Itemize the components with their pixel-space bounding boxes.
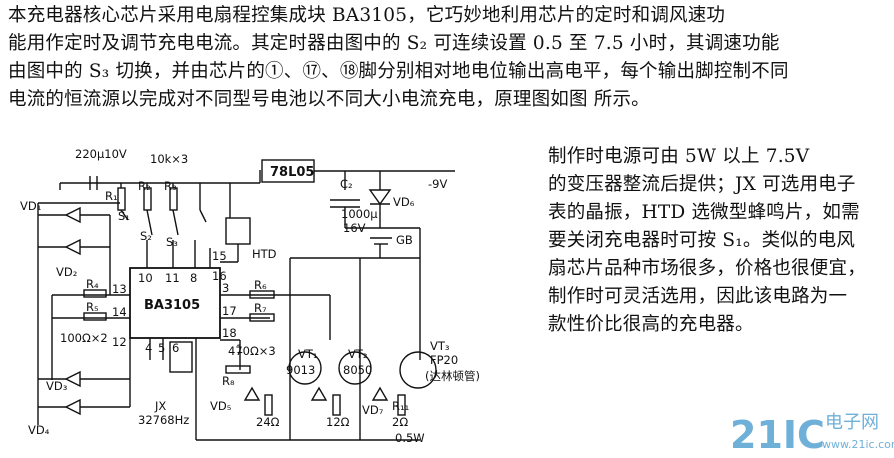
watermark-logo: 21IC [730,413,825,457]
r3-label: R₃ [164,179,177,193]
r5-label: R₅ [86,300,99,314]
gb-label: GB [396,233,413,247]
watermark-url: www.21ic.com [822,438,894,451]
c2-label: C₂ [340,177,353,191]
vd7-label: VD₇ [362,403,384,417]
c2-value-label: 1000μ [341,207,378,221]
vt1-label: VT₁ [298,347,318,361]
pin8: 8 [190,271,197,285]
side-line: 制作时可灵活选用，因此该电路为一 [548,286,848,307]
r6-label: R₆ [254,278,267,292]
r11-label: R₁₁ [392,399,409,413]
jx-label: JX [154,399,166,413]
r7-label: R₇ [254,301,267,315]
r9-value-label: 24Ω [256,415,280,429]
voltage-label: -9V [428,177,447,191]
pin13: 13 [112,282,127,296]
pin11: 11 [165,271,180,285]
intro-line: 本充电器核心芯片采用电扇程控集成块 BA3105，它巧妙地利用芯片的定时和调风速… [8,5,726,26]
side-line: 扇芯片品种市场很多，价格也很便宜， [548,258,866,279]
pin16: 16 [212,269,227,283]
pin1: 1 [236,342,243,356]
pin14: 14 [112,305,127,319]
vt2-label: VT₂ [348,347,368,361]
vd2-label: VD₂ [56,265,77,279]
pin10: 10 [138,271,153,285]
pin4: 4 [145,341,152,355]
s3-label: S₃ [166,235,178,249]
vt3-type-label: FP20 [430,353,458,367]
watermark-cn: 电子网 [825,412,879,433]
intro-line: 由图中的 S₃ 切换，并由芯片的①、⑰、⑱脚分别相对地电位输出高电平，每个输出脚… [8,61,789,82]
pin17: 17 [222,304,237,318]
pin3: 3 [222,281,229,295]
s1-label: S₁ [118,209,130,223]
vt1-type-label: 9013 [286,363,315,377]
r10-value-label: 12Ω [326,415,350,429]
c2-voltage-label: 16V [343,221,366,235]
vt3-note-label: (达林顿管) [425,369,480,383]
r2-label: R₂ [138,179,151,193]
r8-label: R₈ [222,374,235,388]
r1-label: R₁ [105,189,118,203]
side-line: 制作时电源可由 5W 以上 7.5V [548,146,810,167]
r4-label: R₄ [86,277,99,291]
pin6: 6 [172,341,179,355]
chip-label: BA3105 [144,298,200,313]
vd5-label: VD₅ [210,399,232,413]
r11-value-label: 2Ω [392,415,408,429]
pin5: 5 [158,341,165,355]
regulator-label: 78L05 [270,165,314,180]
pin12: 12 [112,335,127,349]
side-line: 的变压器整流后提供；JX 可选用电子 [548,174,856,195]
intro-paragraph: 本充电器核心芯片采用电扇程控集成块 BA3105，它巧妙地利用芯片的定时和调风速… [8,2,888,114]
power-rating-label: 0.5W [395,431,425,445]
side-paragraph: 制作时电源可由 5W 以上 7.5V 的变压器整流后提供；JX 可选用电子 表的… [548,143,888,339]
vd3-label: VD₃ [46,379,68,393]
vt2-type-label: 8050 [343,363,372,377]
side-line: 要关闭充电器时可按 S₁。类似的电风 [548,230,856,251]
vd1-label: VD₁ [20,199,41,213]
jx-freq-label: 32768Hz [138,413,189,427]
r45-value-label: 100Ω×2 [60,331,108,345]
cap-top-label: 220μ10V [75,147,127,161]
htd-label: HTD [252,247,277,261]
s2-label: S₂ [140,229,152,243]
intro-line: 能用作定时及调节充电电流。其定时器由图中的 S₂ 可连续设置 0.5 至 7.5… [8,33,780,54]
vd4-label: VD₄ [28,423,50,437]
vd6-label: VD₆ [393,195,415,209]
pin15: 15 [212,249,227,263]
r678-value-label: 470Ω×3 [228,344,276,358]
intro-line: 电流的恒流源以完成对不同型号电池以不同大小电流充电，原理图如图 所示。 [8,89,650,110]
pin18: 18 [222,326,237,340]
side-line: 款性价比很高的充电器。 [548,314,754,335]
vt3-label: VT₃ [430,339,450,353]
res-group-label: 10k×3 [150,152,188,166]
side-line: 表的晶振，HTD 选微型蜂鸣片，如需 [548,202,860,223]
